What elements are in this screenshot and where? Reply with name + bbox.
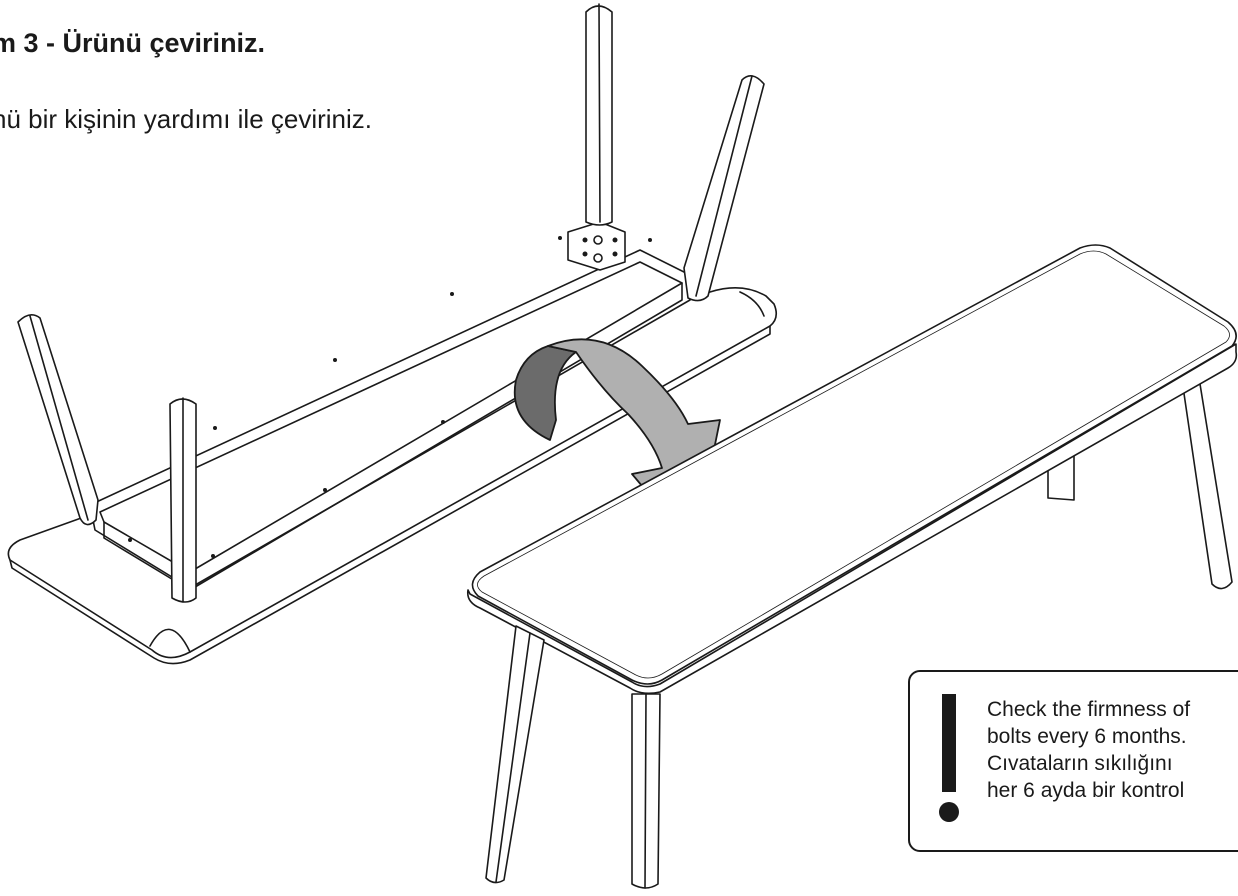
warning-line-2: bolts every 6 months. [987,725,1187,748]
warning-line-1: Check the firmness of [987,698,1191,721]
exclamation-icon [942,694,956,792]
upside-down-table [7,3,778,665]
exclamation-dot [939,802,959,822]
upright-table-top [471,244,1237,685]
table-leg-back-right-upright [1181,379,1233,590]
warning-box: Check the firmness of bolts every 6 mont… [908,670,1238,852]
table-leg-front-left [17,314,99,526]
step-instruction: nü bir kişinin yardımı ile çeviriniz. [0,104,373,134]
warning-line-3: Cıvataların sıkılığını [987,752,1173,775]
flip-arrow-inner [513,345,577,441]
warning-text: Check the firmness of bolts every 6 mont… [987,696,1190,804]
warning-line-4: her 6 ayda bir kontrol [987,779,1185,802]
step-title: m 3 - Ürünü çeviriniz. [0,28,266,58]
corner-bracket [567,221,626,271]
upright-table [466,244,1238,889]
table-leg-front-left-upright [485,625,545,884]
